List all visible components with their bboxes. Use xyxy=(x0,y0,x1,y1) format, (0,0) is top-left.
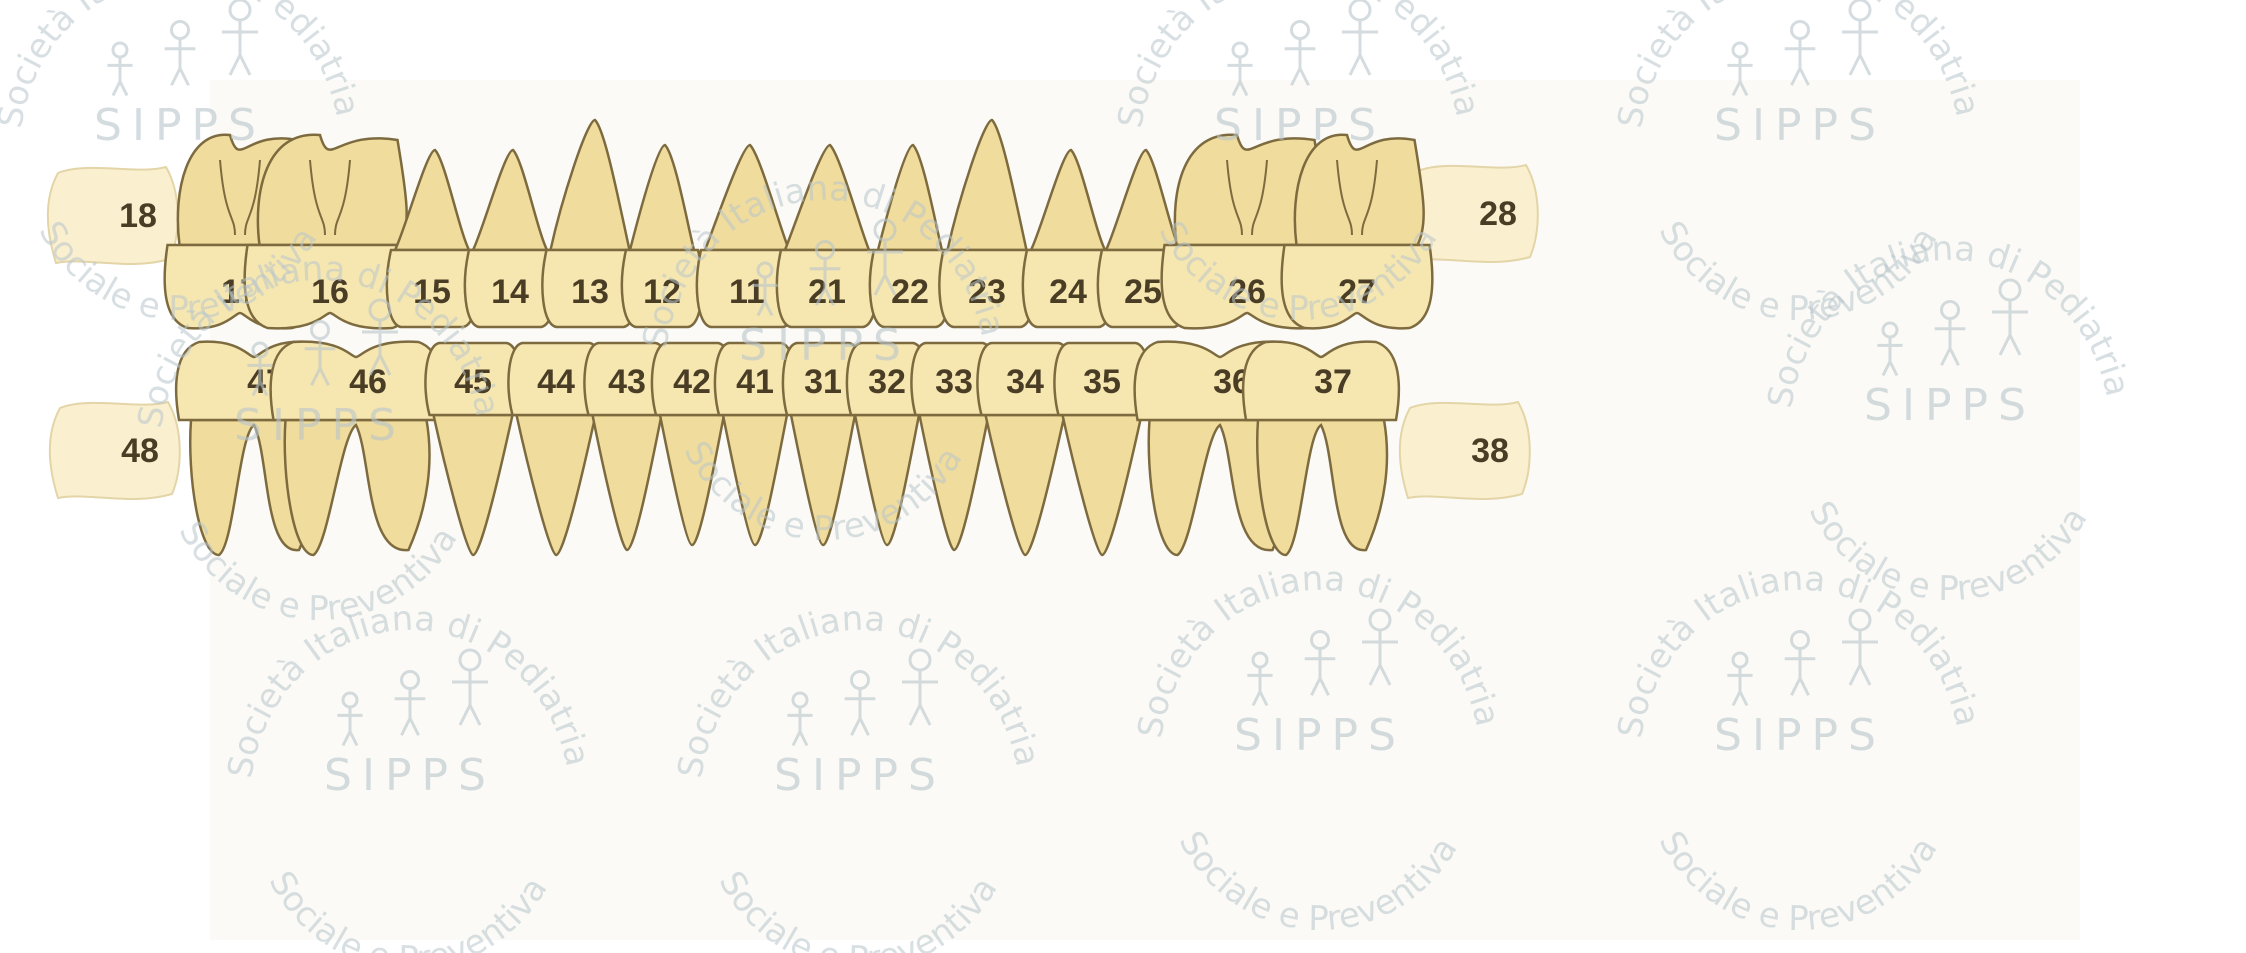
tooth-number-label: 28 xyxy=(1479,195,1517,233)
tooth-number-label: 33 xyxy=(935,363,973,401)
tooth-number-label: 18 xyxy=(119,197,157,235)
watermark-logo-text: SIPPS xyxy=(1214,100,1386,151)
root xyxy=(258,135,407,245)
tooth-number-label: 22 xyxy=(891,273,929,311)
watermark-logo-text: SIPPS xyxy=(94,100,266,151)
root xyxy=(1295,135,1424,245)
tooth-number-label: 37 xyxy=(1314,363,1352,401)
tooth-number-label: 11 xyxy=(729,273,765,311)
tooth-number-label: 13 xyxy=(571,273,609,311)
tooth-number-label: 24 xyxy=(1049,273,1087,311)
watermark-logo-text: SIPPS xyxy=(739,320,911,371)
tooth-number-label: 42 xyxy=(673,363,711,401)
watermark-logo-text: SIPPS xyxy=(1714,100,1886,151)
tooth-number-label: 48 xyxy=(121,432,159,470)
tooth-number-label: 44 xyxy=(537,363,575,401)
third-molar-shape xyxy=(1400,402,1530,499)
tooth-number-label: 35 xyxy=(1083,363,1121,401)
watermark-logo-text: SIPPS xyxy=(1714,710,1886,761)
tooth-number-label: 34 xyxy=(1006,363,1044,401)
tooth-number-label: 14 xyxy=(491,273,529,311)
watermark-logo-text: SIPPS xyxy=(1234,710,1406,761)
tooth-number-label: 46 xyxy=(349,363,387,401)
third-molar-38: 38 xyxy=(1400,402,1530,499)
watermark-logo-text: SIPPS xyxy=(324,750,496,801)
watermark-logo-text: SIPPS xyxy=(774,750,946,801)
tooth-number-label: 43 xyxy=(608,363,646,401)
tooth-number-label: 38 xyxy=(1471,432,1509,470)
tooth-number-label: 25 xyxy=(1124,273,1162,311)
watermark-logo-text: SIPPS xyxy=(234,400,406,451)
watermark-logo-text: SIPPS xyxy=(1864,380,2036,431)
